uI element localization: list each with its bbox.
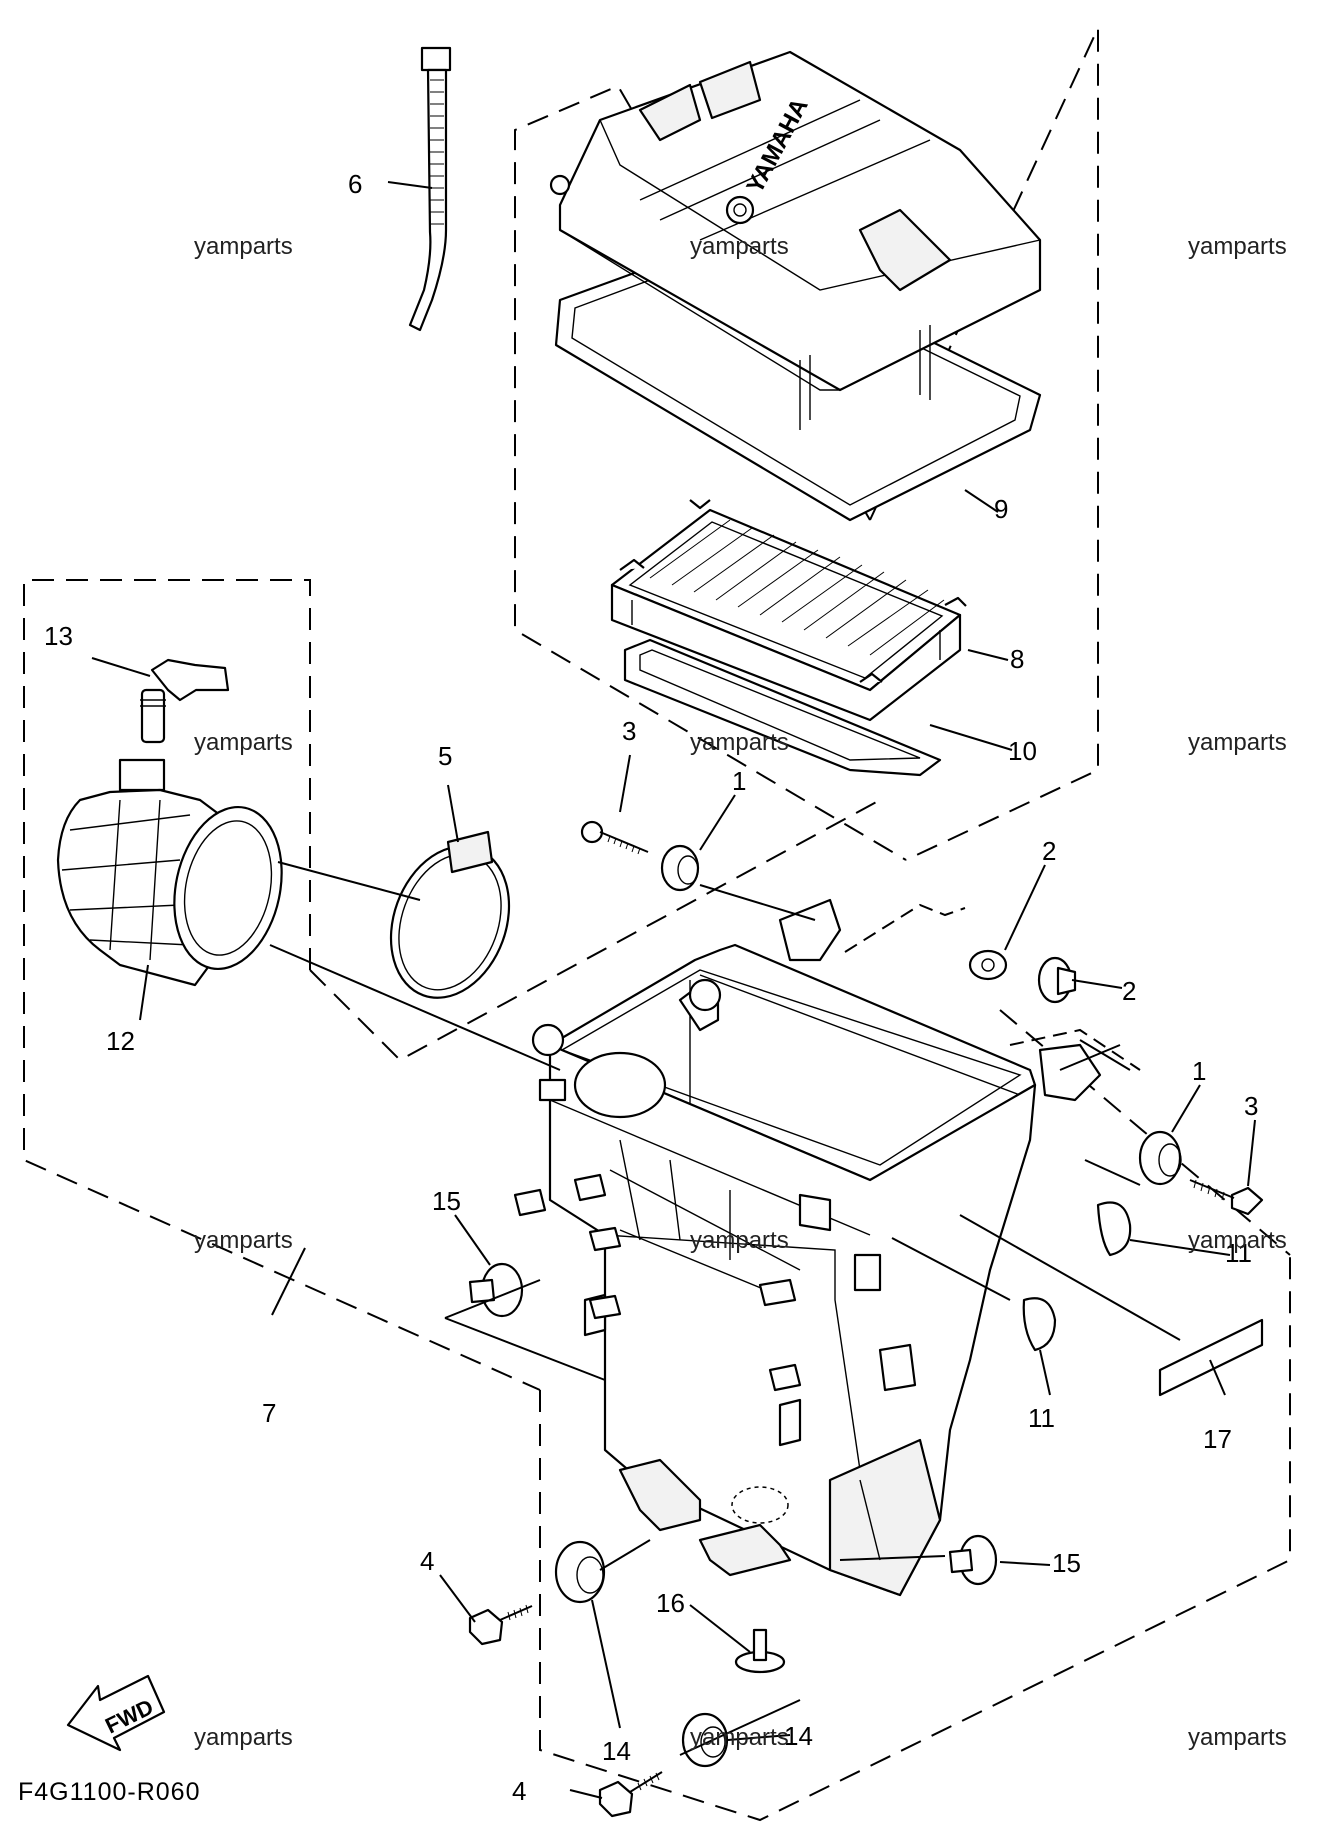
hose-clamp bbox=[389, 830, 511, 999]
grommet-1-lower bbox=[1138, 1130, 1182, 1186]
callout-3-lower: 3 bbox=[1244, 1091, 1258, 1121]
diagram-code: F4G1100-R060 bbox=[18, 1778, 200, 1806]
element-gasket bbox=[623, 638, 942, 777]
watermark: yamparts bbox=[1188, 233, 1287, 260]
bolt-3-upper bbox=[580, 820, 649, 855]
callout-14-bottom: 14 bbox=[784, 1721, 813, 1751]
callout-14-left: 14 bbox=[602, 1736, 631, 1766]
callout-1-lower: 1 bbox=[1192, 1056, 1206, 1086]
watermark: yamparts bbox=[690, 1724, 789, 1751]
bolt-3-lower bbox=[1189, 1179, 1264, 1216]
callout-12: 12 bbox=[106, 1026, 135, 1056]
callout-11-lower: 11 bbox=[1028, 1403, 1055, 1433]
callout-8: 8 bbox=[1010, 644, 1024, 674]
leader-lines bbox=[91, 181, 1256, 1799]
callout-10: 10 bbox=[1008, 736, 1037, 766]
callout-6: 6 bbox=[348, 169, 362, 199]
grommet-14-bottom bbox=[681, 1712, 729, 1768]
callout-15-right: 15 bbox=[1052, 1548, 1081, 1578]
assembly-group-outlines bbox=[23, 27, 1291, 1822]
watermark: yamparts bbox=[1188, 1227, 1287, 1254]
part-number-callouts: 6 9 8 10 13 12 5 3 1 2 2 1 3 11 11 17 15… bbox=[44, 169, 1258, 1806]
air-filter-element bbox=[610, 499, 967, 722]
collar-15-left bbox=[468, 1262, 524, 1318]
callout-4-bottom: 4 bbox=[512, 1776, 526, 1806]
watermark: yamparts bbox=[1188, 729, 1287, 756]
watermark: yamparts bbox=[194, 1227, 293, 1254]
breather-joint bbox=[140, 658, 230, 744]
air-filter-case bbox=[513, 898, 1102, 1597]
cable-tie bbox=[408, 46, 452, 332]
caution-label bbox=[1158, 1318, 1264, 1397]
grommet-14-left bbox=[554, 1540, 606, 1604]
watermarks: yamparts yamparts yamparts yamparts yamp… bbox=[194, 233, 1287, 1751]
grommet-1-upper bbox=[660, 844, 700, 892]
collar-2-a bbox=[968, 949, 1008, 981]
collar-15-right bbox=[948, 1534, 998, 1586]
callout-5: 5 bbox=[438, 741, 452, 771]
watermark: yamparts bbox=[690, 233, 789, 260]
drain-plug-16 bbox=[734, 1628, 786, 1674]
watermark: yamparts bbox=[194, 1724, 293, 1751]
callout-13: 13 bbox=[44, 621, 73, 651]
air-cleaner-cover: YAMAHA bbox=[549, 50, 1042, 522]
callout-7: 7 bbox=[262, 1398, 276, 1428]
clip-11-upper bbox=[1096, 1201, 1132, 1257]
callout-9: 9 bbox=[994, 494, 1008, 524]
callout-16: 16 bbox=[656, 1588, 685, 1618]
collar-2-b bbox=[1037, 956, 1077, 1004]
callout-15-left: 15 bbox=[432, 1186, 461, 1216]
watermark: yamparts bbox=[690, 729, 789, 756]
bolt-4-bottom bbox=[598, 1771, 663, 1818]
fwd-arrow-icon: FWD bbox=[66, 1674, 166, 1752]
clip-11-lower bbox=[1022, 1297, 1057, 1352]
watermark: yamparts bbox=[690, 1227, 789, 1254]
watermark: yamparts bbox=[1188, 1724, 1287, 1751]
watermark: yamparts bbox=[194, 233, 293, 260]
bolt-4-left bbox=[468, 1604, 533, 1646]
callout-2-a: 2 bbox=[1042, 836, 1056, 866]
callout-4-left: 4 bbox=[420, 1546, 434, 1576]
intake-duct bbox=[56, 758, 283, 987]
callout-2-b: 2 bbox=[1122, 976, 1136, 1006]
callout-3-upper: 3 bbox=[622, 716, 636, 746]
callout-1-upper: 1 bbox=[732, 766, 746, 796]
callout-11-upper: 11 bbox=[1225, 1238, 1252, 1268]
callout-17: 17 bbox=[1203, 1424, 1232, 1454]
watermark: yamparts bbox=[194, 729, 293, 756]
